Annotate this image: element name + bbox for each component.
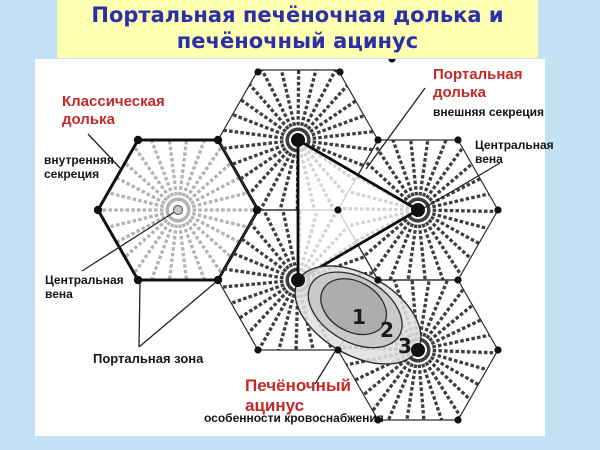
pointer-line [365,87,426,170]
portal-triad-dot [133,135,143,145]
portal-triad-dot [374,416,382,424]
central-vein-dot [291,133,305,147]
portal-lobule-triangle-fill [298,140,418,280]
hepatic-acinus-label: Печёночный ацинус [245,376,351,416]
slide-title-line2: печёночный ацинус [176,29,419,53]
pointer-line [87,133,121,169]
portal-triad-dot [454,416,462,424]
portal-triad-dot [454,276,462,284]
classic-lobule-label: Классическая долька [62,93,165,128]
portal-triad-dot [254,346,262,354]
portal-triad-dot [454,136,462,144]
pointer-line [423,162,501,209]
portal-triad-dot [494,346,502,354]
portal-triad-dot [93,205,103,215]
central-vein-dot [411,203,425,217]
portal-triad-dot [336,68,344,76]
portal-triad-dot [334,206,342,214]
portal-triad-dot [494,206,502,214]
pointer-line [81,210,177,272]
portal-lobule-triangle [296,138,420,282]
outer-secretion-label: внешняя секреция [433,105,544,119]
central-vein-dot [291,273,305,287]
portal-triad-dot [213,275,223,285]
portal-triad-dot [334,346,342,354]
central-vein-ring [172,204,184,216]
inner-secretion-label: внутренняя секреция [44,153,114,182]
portal-triad-dot [213,135,223,145]
central-vein-right-label: Центральная вена [475,138,554,167]
slide-title-line1: Портальная печёночная долька и [91,3,504,28]
portal-zone-label: Портальная зона [93,351,204,366]
acinus-zone-number-3: 3 [398,334,412,358]
acinus-zone-1 [320,278,388,336]
portal-lobule-label: Портальная долька [433,66,523,101]
portal-triad-dot [374,276,382,284]
pointer-line [138,281,141,348]
acinus-zone-number-2: 2 [380,318,394,342]
portal-triad-dot [133,275,143,285]
diagram-root: 123 [81,59,502,424]
slide-title: Портальная печёночная долька и печёночны… [57,0,538,58]
portal-triad-dot [374,136,382,144]
portal-triad-dot [388,59,396,63]
central-vein-dot [411,343,425,357]
acinus-sub-label: особенности кровоснабжения [204,411,384,425]
portal-triad-dot [254,68,262,76]
central-vein-left-label: Центральная вена [45,273,124,302]
classic-lobule-hexagon [98,140,258,280]
pointer-line [314,349,337,385]
acinus-zone-number-1: 1 [352,305,366,329]
pointer-line [138,281,217,348]
portal-triad-dot [252,205,262,215]
